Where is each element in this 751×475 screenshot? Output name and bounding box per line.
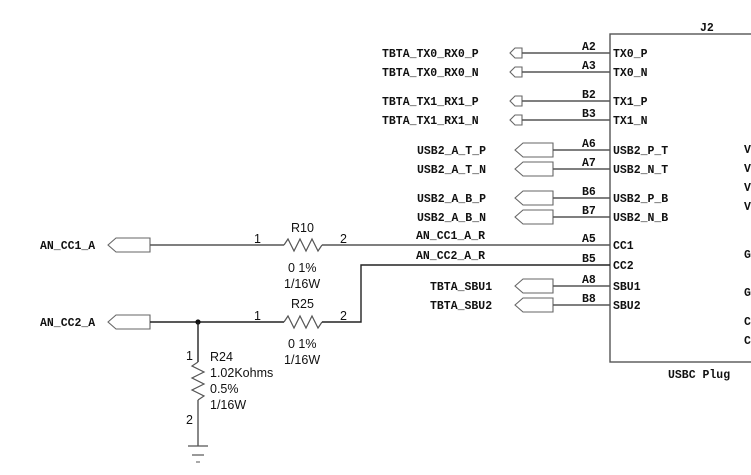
net-label: TBTA_TX0_RX0_P: [382, 48, 479, 61]
r24-pin2: 2: [186, 413, 193, 427]
port-label-an-cc1-a: AN_CC1_A: [40, 240, 95, 253]
net-label: TBTA_SBU2: [430, 300, 492, 313]
port-an-cc2-a[interactable]: [107, 314, 151, 330]
pin-name: USB2_N_B: [613, 212, 668, 225]
net-label: USB2_A_T_P: [417, 145, 486, 158]
resistor-r25[interactable]: [283, 314, 323, 330]
net-label: AN_CC2_A_R: [416, 250, 485, 263]
r25-pin1: 1: [254, 309, 261, 323]
r24-pin1: 1: [186, 349, 193, 363]
r10-power: 1/16W: [284, 277, 320, 291]
r25-value: 0 1%: [288, 337, 317, 351]
pin-name: USB2_P_T: [613, 145, 668, 158]
pin-number: B7: [582, 205, 596, 218]
r10-value: 0 1%: [288, 261, 317, 275]
pin-number: A5: [582, 233, 596, 246]
pin-number: A6: [582, 138, 596, 151]
r24-ref: R24: [210, 350, 233, 364]
pin-number: A2: [582, 41, 596, 54]
pin-number: A8: [582, 274, 596, 287]
pin-name-right: V: [744, 201, 751, 214]
cc1-circuit: AN_CC1_A R10 1 2 0 1% 1/16W: [40, 221, 610, 291]
net-label: TBTA_TX0_RX0_N: [382, 67, 479, 80]
net-label: USB2_A_B_P: [417, 193, 486, 206]
net-label: TBTA_TX1_RX1_P: [382, 96, 479, 109]
resistor-r10[interactable]: [283, 237, 323, 253]
r10-ref: R10: [291, 221, 314, 235]
pin-name-right: V: [744, 144, 751, 157]
pin-name-right: V: [744, 163, 751, 176]
pin-number: B6: [582, 186, 596, 199]
r25-pin2: 2: [340, 309, 347, 323]
pin-name: TX1_N: [613, 115, 648, 128]
r25-ref: R25: [291, 297, 314, 311]
pin-name: SBU2: [613, 300, 641, 313]
pin-name: TX0_N: [613, 67, 648, 80]
ground-icon: [188, 445, 208, 463]
pin-name: CC2: [613, 260, 634, 273]
net-label: TBTA_TX1_RX1_N: [382, 115, 479, 128]
r24-value: 1.02Kohms: [210, 366, 273, 380]
resistor-r24[interactable]: [190, 361, 206, 401]
offpage-port[interactable]: [509, 95, 523, 107]
pin-number: B8: [582, 293, 596, 306]
connector-name: USBC Plug: [668, 369, 730, 382]
pin-number: A7: [582, 157, 596, 170]
offpage-port[interactable]: [514, 209, 554, 225]
offpage-port[interactable]: [509, 47, 523, 59]
pin-name: TX0_P: [613, 48, 648, 61]
pin-name: SBU1: [613, 281, 641, 294]
offpage-port[interactable]: [509, 66, 523, 78]
pin-name-right: C: [744, 335, 751, 348]
offpage-port[interactable]: [514, 161, 554, 177]
offpage-port[interactable]: [514, 142, 554, 158]
pin-number: B5: [582, 253, 596, 266]
net-label: TBTA_SBU1: [430, 281, 492, 294]
r10-pin1: 1: [254, 232, 261, 246]
r24-power: 1/16W: [210, 398, 246, 412]
port-an-cc1-a[interactable]: [107, 237, 151, 253]
connector-body[interactable]: [609, 33, 751, 363]
r24-tolerance: 0.5%: [210, 382, 239, 396]
r25-power: 1/16W: [284, 353, 320, 367]
net-label: USB2_A_T_N: [417, 164, 486, 177]
wire-cc2-right: [322, 264, 610, 323]
connector-ref: J2: [700, 22, 714, 35]
cc2-circuit: AN_CC2_A R25 1 2 0 1% 1/16W 1 2 R24 1.02…: [40, 264, 610, 463]
pin-name: CC1: [613, 240, 634, 253]
pin-name-right: G: [744, 249, 751, 262]
offpage-port[interactable]: [509, 114, 523, 126]
pin-name-right: V: [744, 182, 751, 195]
pin-number: B3: [582, 108, 596, 121]
pin-name-right: C: [744, 316, 751, 329]
offpage-port[interactable]: [514, 190, 554, 206]
pin-number: A3: [582, 60, 596, 73]
pin-number: B2: [582, 89, 596, 102]
offpage-port[interactable]: [514, 278, 554, 294]
net-label: AN_CC1_A_R: [416, 230, 485, 243]
pin-name: USB2_P_B: [613, 193, 668, 206]
pin-name-right: G: [744, 287, 751, 300]
pin-name: USB2_N_T: [613, 164, 668, 177]
offpage-port[interactable]: [514, 297, 554, 313]
pin-name: TX1_P: [613, 96, 648, 109]
r10-pin2: 2: [340, 232, 347, 246]
port-label-an-cc2-a: AN_CC2_A: [40, 317, 95, 330]
net-label: USB2_A_B_N: [417, 212, 486, 225]
